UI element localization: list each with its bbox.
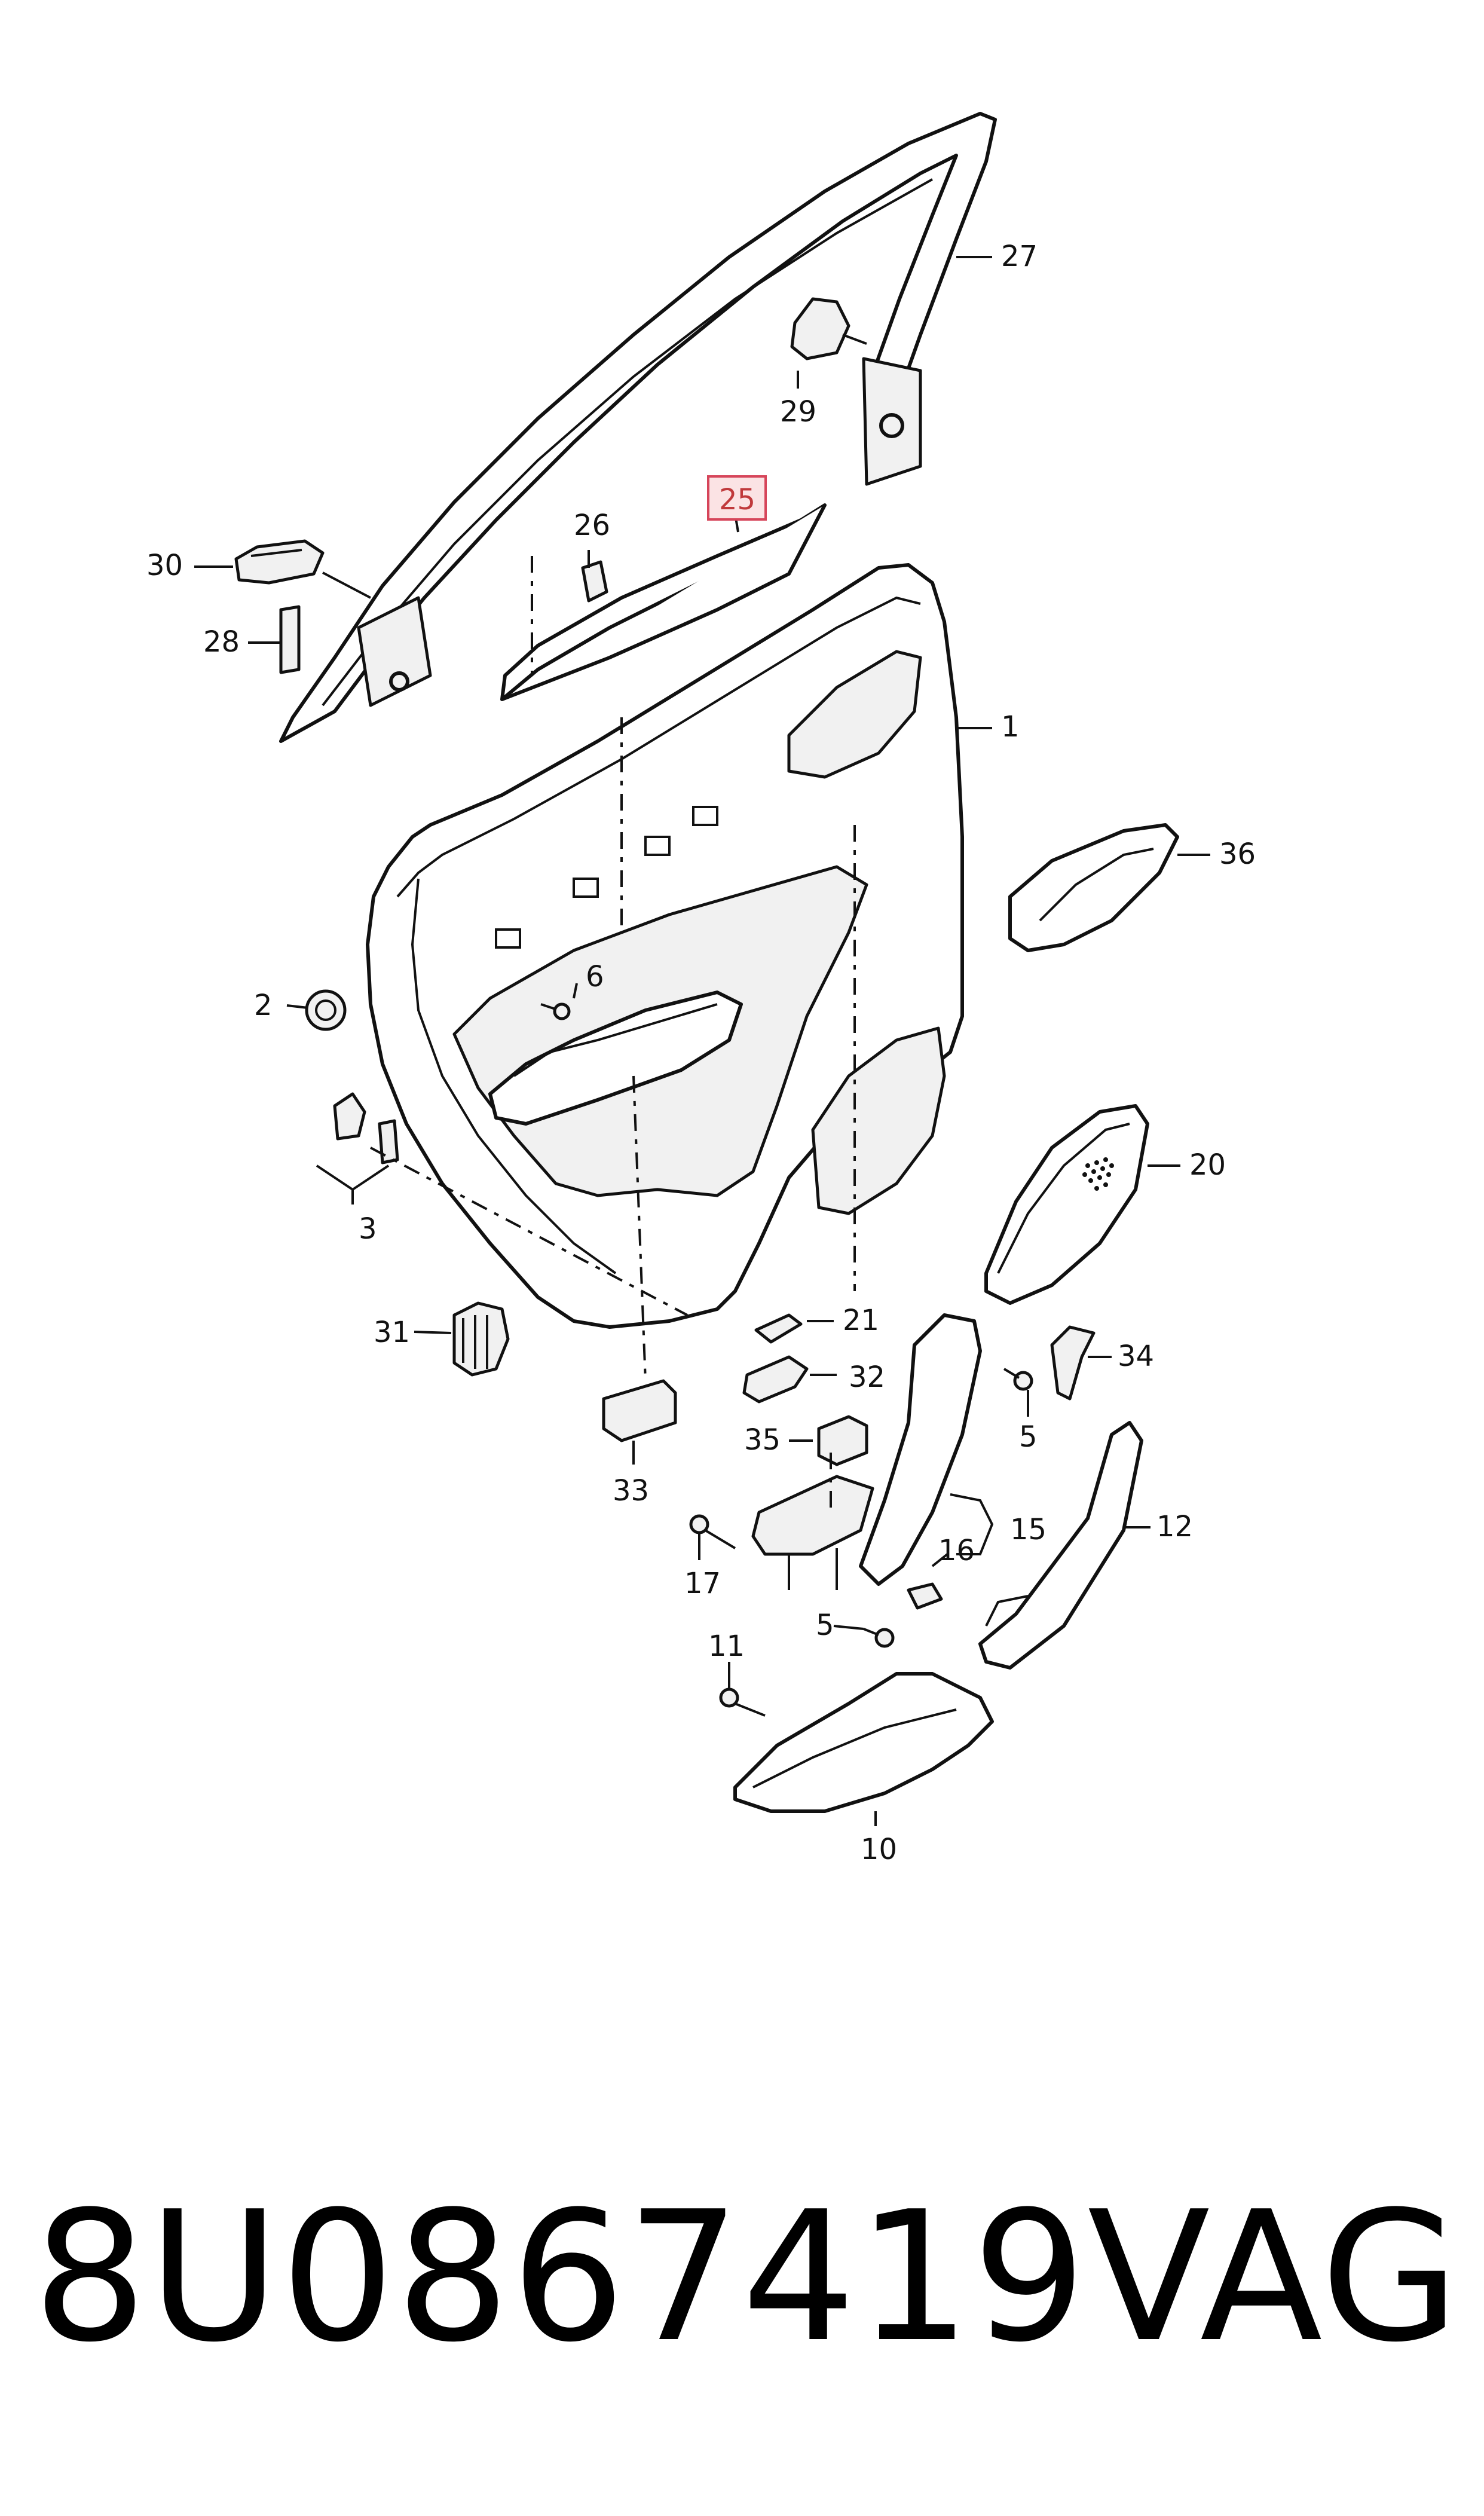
- callout-2: 2: [254, 989, 273, 1022]
- armrest-carrier: [751, 1313, 982, 1590]
- callout-30: 30: [146, 549, 183, 582]
- leader-lines: [194, 256, 1210, 1826]
- screw-5b: [863, 1628, 895, 1648]
- callout-12: 12: [1156, 1510, 1193, 1543]
- speaker-grille: [984, 1104, 1149, 1305]
- callout-17: 17: [684, 1567, 721, 1600]
- part-number: 8U0867419: [33, 2173, 1088, 2382]
- callout-21: 21: [843, 1304, 879, 1337]
- callout-20: 20: [1189, 1148, 1226, 1182]
- callout-25-highlight: [707, 475, 767, 521]
- callout-labels: 1 2 3 5 5 6 10 11 12 15 16 17 20 21 26 2…: [146, 240, 1256, 1866]
- screw-6: [540, 1002, 571, 1020]
- callout-10: 10: [861, 1833, 897, 1866]
- assembly-line-c: [632, 1075, 647, 1381]
- part-33: [602, 1379, 677, 1442]
- window-frame-trim: [279, 112, 997, 743]
- inner-door-handle: [1008, 823, 1179, 952]
- callout-5b: 5: [816, 1609, 834, 1642]
- speaker-mesh: [1082, 1157, 1114, 1191]
- screw-11: [719, 1687, 766, 1717]
- clip-2: [305, 989, 347, 1031]
- assembly-line-d: [370, 1147, 688, 1316]
- clip-3: [333, 1092, 399, 1164]
- armrest-trim-12: [978, 1421, 1143, 1670]
- part-16: [907, 1582, 943, 1610]
- callout-15: 15: [1010, 1513, 1047, 1546]
- door-trim-panel: [366, 563, 964, 1329]
- part-31: [452, 1301, 510, 1377]
- callout-28: 28: [203, 625, 240, 659]
- clip-28: [279, 605, 301, 674]
- callout-11: 11: [708, 1630, 745, 1663]
- callout-3: 3: [359, 1212, 377, 1246]
- callout-1: 1: [1001, 710, 1020, 744]
- callout-6: 6: [586, 960, 604, 993]
- callout-26: 26: [574, 509, 610, 542]
- callout-34: 34: [1118, 1340, 1154, 1373]
- callout-33: 33: [613, 1474, 649, 1508]
- clip-29: [790, 297, 867, 360]
- screw-17: [689, 1514, 736, 1549]
- part-32: [742, 1355, 809, 1404]
- callout-16: 16: [938, 1534, 975, 1567]
- callout-29: 29: [780, 395, 816, 429]
- armrest-pad: [733, 1672, 994, 1813]
- callout-5a: 5: [1019, 1420, 1038, 1454]
- exploded-parts-diagram: 1 2 3 5 5 6 10 11 12 15 16 17 20 21 26 2…: [146, 112, 1256, 1866]
- callout-27: 27: [1001, 240, 1038, 273]
- screw-5a: [1003, 1368, 1033, 1391]
- part-34: [1050, 1325, 1096, 1401]
- switch-35: [817, 1415, 868, 1466]
- callout-32: 32: [849, 1361, 885, 1394]
- callout-31: 31: [374, 1316, 410, 1349]
- callout-25: 25: [719, 483, 755, 516]
- brand-label: VAG: [1087, 2173, 1461, 2382]
- callout-36: 36: [1219, 837, 1256, 871]
- part-21: [754, 1313, 803, 1344]
- clip-26: [581, 560, 608, 603]
- callout-35: 35: [744, 1423, 781, 1457]
- window-seal-strip: [500, 503, 827, 701]
- footer-caption: 8U0867419 VAG: [0, 2164, 1484, 2391]
- clip-30: [234, 539, 325, 585]
